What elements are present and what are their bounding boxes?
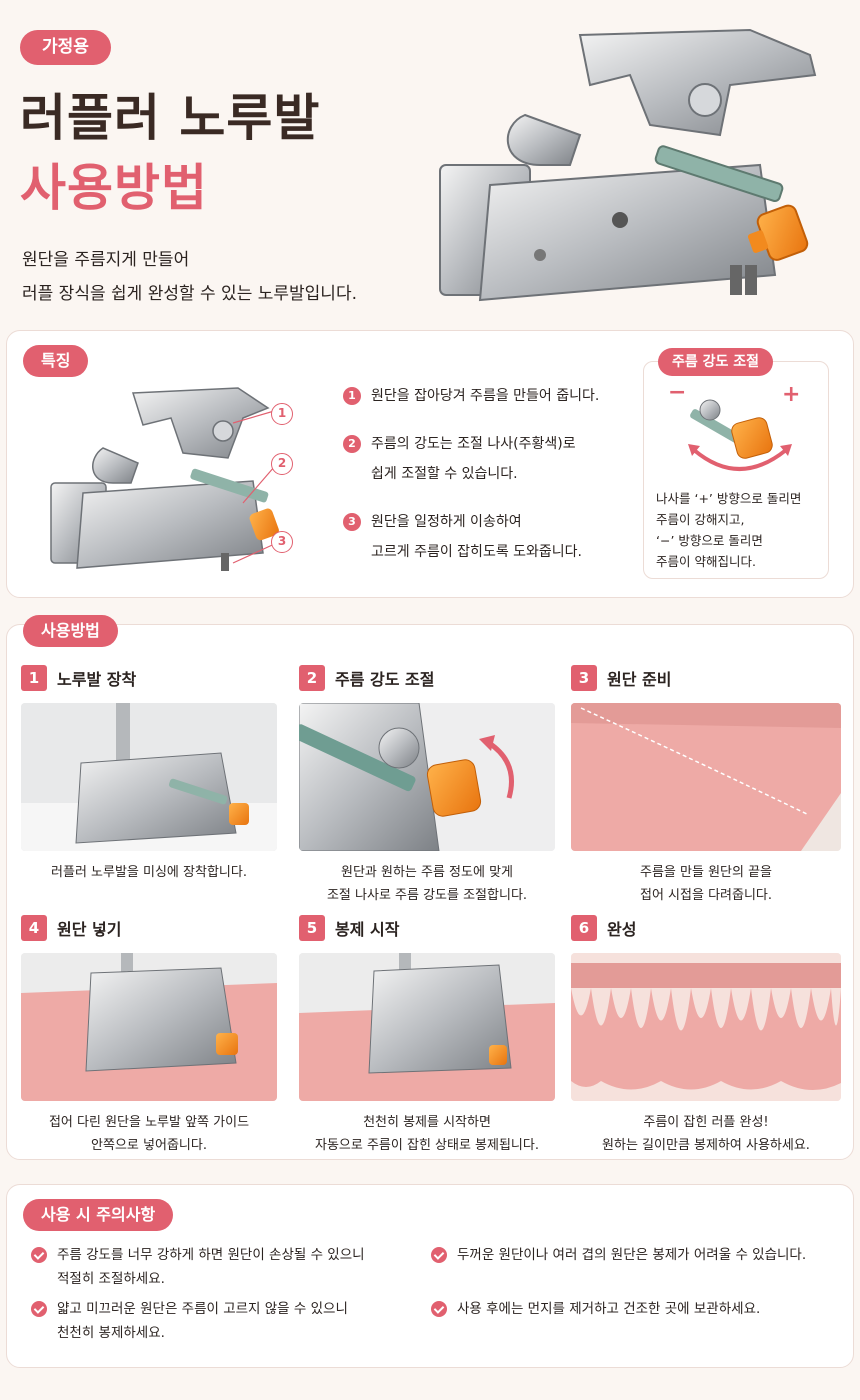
step-number: 4 xyxy=(21,915,47,941)
check-icon xyxy=(431,1247,447,1263)
feature-text: 원단을 잡아당겨 주름을 만들어 줍니다. xyxy=(371,388,600,404)
feature-text: 고르게 주름이 잡히도록 도와줍니다. xyxy=(371,544,582,560)
feature-number: 2 xyxy=(343,435,361,453)
hero-tag: 가정용 xyxy=(20,30,111,65)
usage-step-2: 2 주름 강도 조절 원단과 원하는 주름 정도에 맞게 조절 나사로 주름 강… xyxy=(299,665,555,903)
ruffler-foot-hero-image xyxy=(439,28,817,302)
step-desc: 접어 다린 원단을 노루발 앞쪽 가이드 xyxy=(48,1115,250,1130)
caution-item: 두꺼운 원단이나 여러 겹의 원단은 봉제가 어려울 수 있습니다. xyxy=(431,1243,806,1267)
check-icon xyxy=(31,1301,47,1317)
caution-item: 얇고 미끄러운 원단은 주름이 고르지 않을 수 있으니 천천히 봉제하세요. xyxy=(31,1297,348,1345)
usage-tag: 사용방법 xyxy=(23,615,118,647)
caution-text: 주름 강도를 너무 강하게 하면 원단이 손상될 수 있으니 xyxy=(57,1247,365,1263)
feature-text: 원단을 일정하게 이송하여 xyxy=(371,514,522,530)
caution-item: 주름 강도를 너무 강하게 하면 원단이 손상될 수 있으니 적절히 조절하세요… xyxy=(31,1243,365,1291)
feature-list: 1 원단을 잡아당겨 주름을 만들어 줍니다. 2 주름의 강도는 조절 나사(… xyxy=(343,381,633,585)
step-desc: 주름이 잡힌 러플 완성! xyxy=(643,1115,769,1130)
step-desc: 천천히 봉제를 시작하면 xyxy=(363,1115,491,1130)
step-desc: 원하는 길이만큼 봉제하여 사용하세요. xyxy=(602,1138,810,1153)
step-title: 봉제 시작 xyxy=(335,920,400,939)
step-3-image xyxy=(571,703,841,851)
step-desc: 조절 나사로 주름 강도를 조절합니다. xyxy=(326,888,528,903)
callout-2-label: 2 xyxy=(277,456,287,470)
step-4-image xyxy=(21,953,277,1101)
cautions-section: 사용 시 주의사항 주름 강도를 너무 강하게 하면 원단이 손상될 수 있으니… xyxy=(6,1184,854,1368)
feature-number: 3 xyxy=(343,513,361,531)
step-number: 1 xyxy=(21,665,47,691)
caution-item: 사용 후에는 먼지를 제거하고 건조한 곳에 보관하세요. xyxy=(431,1297,760,1321)
features-tag: 특징 xyxy=(23,345,89,377)
cautions-tag: 사용 시 주의사항 xyxy=(23,1199,174,1231)
features-section: 특징 1 2 3 1 원단을 잡아당겨 주름을 만들어 줍니다. 2 주름의 강… xyxy=(6,330,854,598)
caution-text: 적절히 조절하세요. xyxy=(57,1271,165,1287)
step-desc: 자동으로 주름이 잡힌 상태로 봉제됩니다. xyxy=(315,1138,539,1153)
minus-sign: − xyxy=(668,380,687,405)
step-1-image xyxy=(21,703,277,851)
strength-adjust-box: 주름 강도 조절 − + 나사를 ‘+’ 방향으로 돌리면 주름이 강해지고, … xyxy=(643,348,829,579)
ruffler-foot-feature-image xyxy=(50,387,282,571)
callout-1: 1 xyxy=(271,403,293,425)
hero-desc-line2: 러플 장식을 쉽게 완성할 수 있는 노루발입니다. xyxy=(22,284,357,304)
strength-line: 주름이 강해지고, xyxy=(656,512,745,527)
check-icon xyxy=(431,1301,447,1317)
step-desc: 러플러 노루발을 미싱에 장착합니다. xyxy=(51,865,247,880)
hero-section: 가정용 러플러 노루발 사용방법 원단을 주름지게 만들어 러플 장식을 쉽게 … xyxy=(0,0,860,330)
step-number: 3 xyxy=(571,665,597,691)
feature-item: 3 원단을 일정하게 이송하여 고르게 주름이 잡히도록 도와줍니다. xyxy=(343,507,633,567)
feature-text: 주름의 강도는 조절 나사(주황색)로 xyxy=(371,436,576,452)
step-title: 노루발 장착 xyxy=(57,670,137,689)
step-5-image xyxy=(299,953,555,1101)
callout-2: 2 xyxy=(271,453,293,475)
usage-step-5: 5 봉제 시작 천천히 봉제를 시작하면 자동으로 주름이 잡힌 상태로 봉제됩… xyxy=(299,915,555,1153)
feature-item: 1 원단을 잡아당겨 주름을 만들어 줍니다. xyxy=(343,381,633,411)
callout-3-label: 3 xyxy=(277,534,287,548)
usage-step-4: 4 원단 넣기 접어 다린 원단을 노루발 앞쪽 가이드 안쪽으로 넣어줍니다. xyxy=(21,915,277,1153)
step-number: 2 xyxy=(299,665,325,691)
usage-section: 사용방법 1 노루발 장착 러플러 노루발을 미싱에 장착합니다. 2 주름 강… xyxy=(6,615,854,1160)
step-title: 완성 xyxy=(607,920,637,939)
caution-text: 사용 후에는 먼지를 제거하고 건조한 곳에 보관하세요. xyxy=(457,1301,761,1317)
strength-line: 주름이 약해집니다. xyxy=(656,554,756,569)
step-6-image xyxy=(571,953,841,1101)
step-number: 5 xyxy=(299,915,325,941)
feature-item: 2 주름의 강도는 조절 나사(주황색)로 쉽게 조절할 수 있습니다. xyxy=(343,429,633,489)
check-icon xyxy=(31,1247,47,1263)
step-desc: 안쪽으로 넣어줍니다. xyxy=(91,1138,207,1153)
usage-step-6: 6 완성 주름이 잡힌 러플 완성! 원하는 길이만큼 봉제하여 사용하세요. xyxy=(571,915,841,1153)
step-desc: 접어 시접을 다려줍니다. xyxy=(640,888,772,903)
hero-desc-line1: 원단을 주름지게 만들어 xyxy=(22,250,190,270)
hero-title-line1: 러플러 노루발 xyxy=(20,89,321,147)
plus-sign: + xyxy=(782,382,801,407)
usage-step-3: 3 원단 준비 주름을 만들 원단의 끝을 접어 시접을 다려줍니다. xyxy=(571,665,841,903)
step-number: 6 xyxy=(571,915,597,941)
usage-step-1: 1 노루발 장착 러플러 노루발을 미싱에 장착합니다. xyxy=(21,665,277,880)
feature-text: 쉽게 조절할 수 있습니다. xyxy=(371,466,518,482)
step-2-image xyxy=(299,703,555,851)
strength-line: ‘−’ 방향으로 돌리면 xyxy=(656,533,763,548)
adjust-knob-image xyxy=(688,399,792,471)
step-title: 원단 준비 xyxy=(607,670,672,689)
caution-text: 천천히 봉제하세요. xyxy=(57,1325,165,1341)
feature-number: 1 xyxy=(343,387,361,405)
hero-title-line2: 사용방법 xyxy=(20,159,208,217)
step-desc: 주름을 만들 원단의 끝을 xyxy=(640,865,772,880)
step-title: 원단 넣기 xyxy=(57,920,122,939)
strength-adjust-text: 나사를 ‘+’ 방향으로 돌리면 주름이 강해지고, ‘−’ 방향으로 돌리면 … xyxy=(656,488,801,572)
caution-text: 두꺼운 원단이나 여러 겹의 원단은 봉제가 어려울 수 있습니다. xyxy=(457,1247,807,1263)
step-desc: 원단과 원하는 주름 정도에 맞게 xyxy=(340,865,513,880)
callout-3: 3 xyxy=(271,531,293,553)
callout-1-label: 1 xyxy=(277,406,287,420)
strength-line: 나사를 ‘+’ 방향으로 돌리면 xyxy=(656,491,802,506)
strength-adjust-tag: 주름 강도 조절 xyxy=(658,348,774,376)
step-title: 주름 강도 조절 xyxy=(335,670,435,689)
caution-text: 얇고 미끄러운 원단은 주름이 고르지 않을 수 있으니 xyxy=(57,1301,348,1317)
